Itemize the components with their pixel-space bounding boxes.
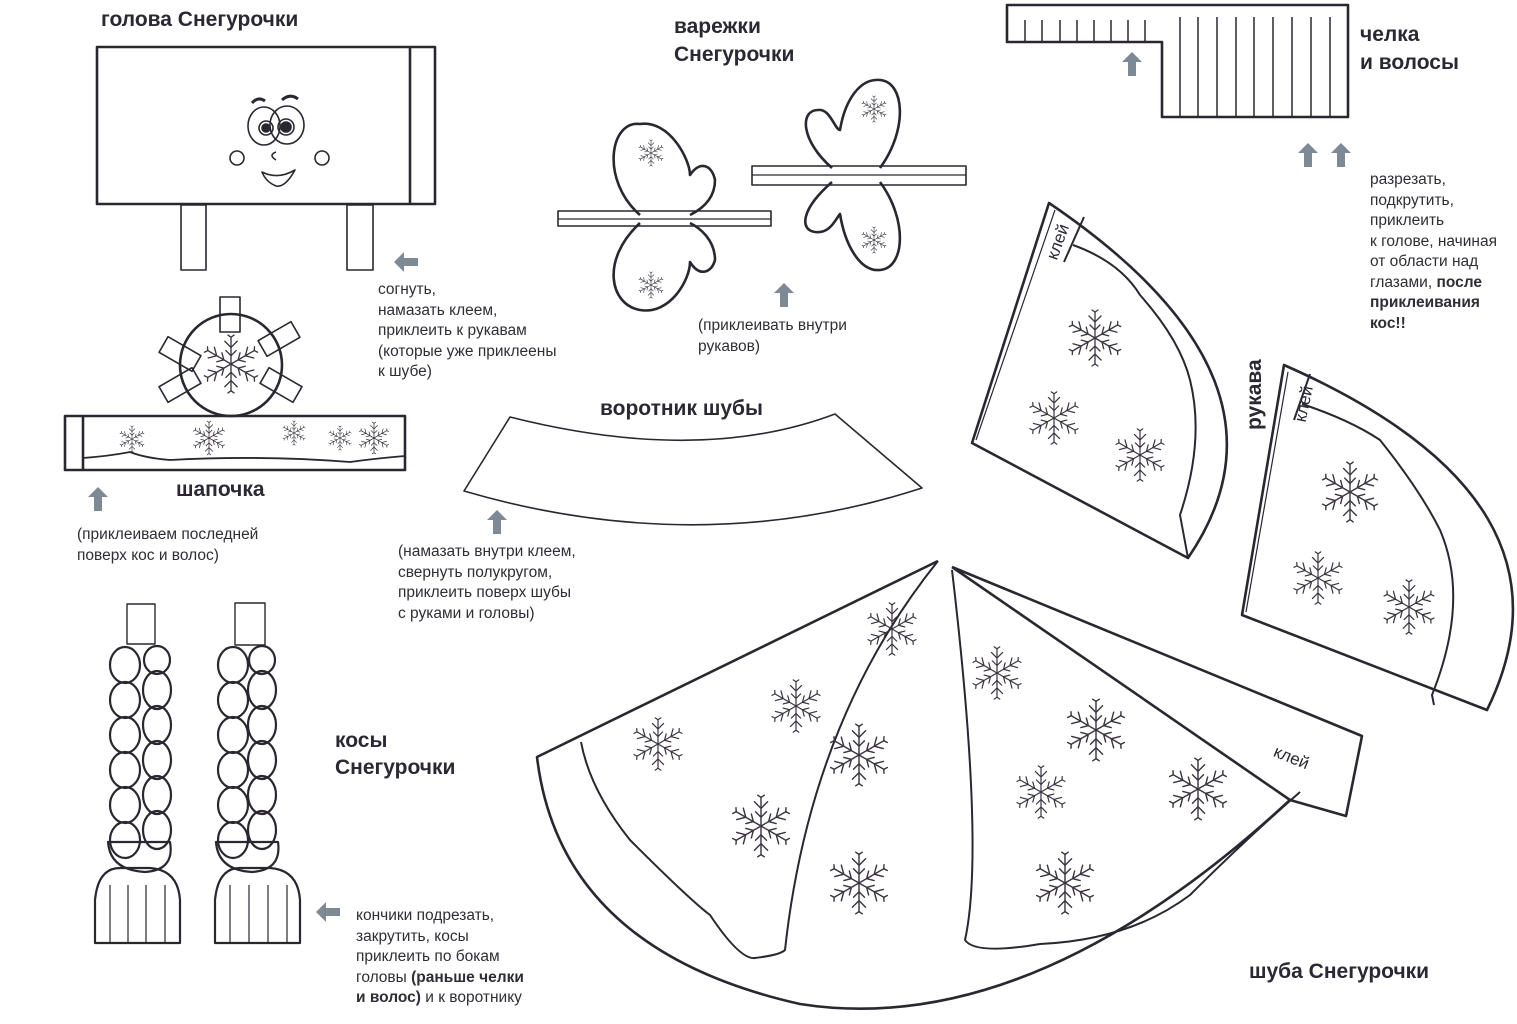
note-line: от области над [1370, 253, 1479, 270]
snowflake-icon [1321, 462, 1379, 522]
braid-piece-right [213, 602, 302, 945]
snowflake-icon [119, 426, 144, 452]
arrow-icons [88, 52, 1351, 922]
snowflake-icon [1016, 766, 1067, 818]
snowflake-icon [1068, 310, 1122, 366]
snowflake-icon [638, 140, 663, 166]
sleeve-piece-2 [1240, 363, 1515, 712]
snowflake-icon [861, 96, 886, 122]
bangs-title-line1: челка [1360, 23, 1420, 46]
collar-piece [463, 413, 923, 526]
arrow-icon [88, 487, 108, 511]
snowflake-icon [1029, 392, 1080, 444]
mittens-title-line1: варежки [674, 15, 761, 38]
snowflake-icon [1115, 429, 1166, 481]
note-emphasis: кос!! [1370, 314, 1406, 332]
note-line: поверх кос и волос) [77, 546, 219, 564]
head-title: голова Снегурочки [101, 8, 299, 31]
face-icon [229, 94, 330, 187]
note-line: (которые уже приклеены [378, 342, 557, 360]
note-line: рукавов) [698, 337, 761, 355]
note-line: глазами, после [1370, 273, 1497, 294]
note-emphasis: после [1436, 273, 1482, 291]
arrow-icon [316, 902, 340, 922]
note-emphasis: и волос) [356, 989, 421, 1006]
arrow-icon [774, 283, 794, 307]
note-line: с руками и головы) [398, 604, 535, 622]
snowflake-icon [359, 422, 390, 454]
snowflake-icon [861, 227, 886, 253]
note-line: приклеить [1370, 212, 1445, 229]
snowflake-icon [1035, 852, 1095, 914]
hat-title: шапочка [176, 478, 265, 501]
coat-title: шуба Снегурочки [1249, 960, 1430, 983]
arrow-icon [1122, 52, 1142, 76]
note-line: разрезать, [1370, 171, 1446, 188]
coat-piece [535, 559, 1364, 1010]
snowflake-icon [633, 718, 684, 770]
braid-piece-left [93, 603, 182, 945]
note-line: (намазать внутри клеем, [398, 543, 576, 560]
note-emphasis: (раньше челки [411, 968, 524, 986]
note-line: к голове, начиная [1370, 232, 1497, 250]
sleeves-title: рукава [1243, 359, 1266, 430]
snowflake-icon [1383, 580, 1436, 634]
note-line: намазать клеем, [378, 301, 498, 319]
sleeve-piece-1 [970, 201, 1229, 560]
note-line: свернуть полукругом, [398, 563, 553, 581]
snowflake-icon [193, 421, 226, 455]
arrow-icon [394, 252, 418, 272]
arrow-icon [1331, 143, 1351, 167]
mittens-piece [557, 78, 967, 312]
snowflake-icon [771, 680, 822, 732]
collar-title: воротник шубы [600, 397, 763, 420]
braids-title-line2: Снегурочки [335, 756, 456, 779]
hat-piece [63, 296, 407, 472]
note-text: и к воротнику [420, 989, 522, 1006]
note-line: кос!! [1370, 314, 1497, 335]
note-line: подкрутить, [1370, 191, 1454, 209]
note-line: закрутить, косы [356, 927, 469, 945]
hat-instructions: (приклеиваем последней поверх кос и воло… [77, 525, 258, 566]
note-line: приклеить к рукавам [378, 322, 527, 339]
note-line: приклеить по бокам [356, 948, 500, 965]
note-line: головы (раньше челки [356, 968, 524, 989]
bangs-instructions: разрезать, подкрутить, приклеить к голов… [1370, 170, 1497, 334]
snowflake-icon [1066, 699, 1126, 761]
snowflake-icon [203, 335, 259, 393]
bangs-title-line2: и волосы [1360, 51, 1459, 74]
snowflake-icon [731, 795, 791, 857]
snowflake-icon [829, 852, 889, 914]
arrow-icon [1298, 143, 1318, 167]
snowflake-icon [1168, 758, 1228, 820]
note-text: глазами, [1370, 273, 1437, 291]
note-line: приклеивания [1370, 293, 1497, 314]
braids-title-line1: косы [335, 729, 388, 752]
note-line: приклеить поверх шубы [398, 584, 572, 601]
arrow-icon [487, 510, 507, 534]
bangs-and-hair-piece [1005, 3, 1350, 119]
note-line: кончики подрезать, [356, 907, 495, 924]
snowflake-icons [119, 96, 1435, 914]
note-line: (приклеиваем последней [77, 526, 259, 543]
note-line: к шубе) [378, 363, 432, 380]
note-line: (приклеивать внутри [698, 317, 847, 334]
note-emphasis: приклеивания [1370, 294, 1480, 311]
braids-instructions: кончики подрезать, закрутить, косы прикл… [356, 906, 524, 1009]
mittens-title-line2: Снегурочки [674, 43, 795, 66]
snowflake-icon [328, 426, 352, 450]
snowflake-icon [638, 272, 663, 298]
snowflake-icon [972, 647, 1023, 699]
note-line: и волос) и к воротнику [356, 988, 524, 1009]
snowflake-icon [867, 603, 918, 655]
note-line: согнуть, [378, 281, 436, 298]
snowflake-icon [1293, 552, 1344, 604]
head-piece [95, 45, 437, 271]
snowflake-icon [282, 421, 306, 445]
note-text: головы [356, 968, 412, 986]
mittens-instructions: (приклеивать внутри рукавов) [698, 316, 847, 357]
collar-instructions: (намазать внутри клеем, свернуть полукру… [398, 542, 576, 624]
head-instructions: согнуть, намазать клеем, приклеить к рук… [378, 280, 556, 383]
